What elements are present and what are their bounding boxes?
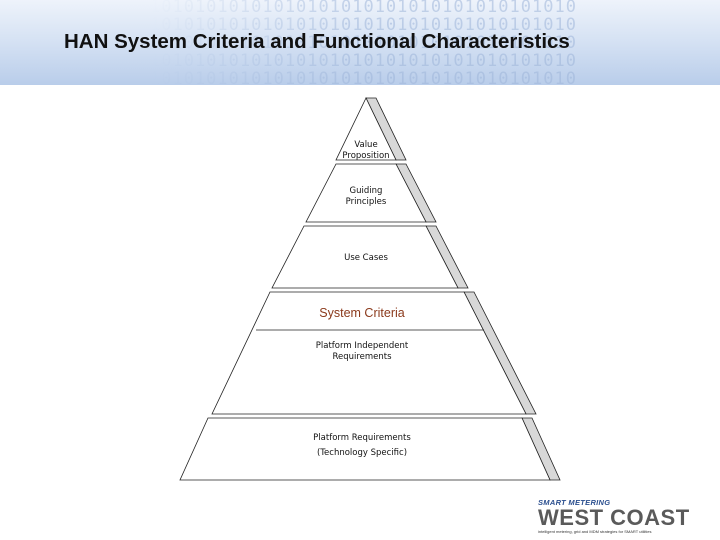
guiding-principles-label: Guiding Principles bbox=[345, 186, 387, 207]
slide-header: 10101010101010101010101010101010101010 1… bbox=[0, 0, 720, 85]
binary-pattern-decoration: 10101010101010101010101010101010101010 1… bbox=[150, 0, 577, 85]
system-criteria-heading: System Criteria bbox=[319, 306, 405, 320]
logo-main-text: WEST COAST bbox=[538, 505, 690, 530]
slide-title: HAN System Criteria and Functional Chara… bbox=[64, 30, 570, 53]
use-cases-label: Use Cases bbox=[344, 253, 388, 263]
value-proposition-label: Value Proposition bbox=[342, 140, 390, 161]
pyramid-level-value-proposition bbox=[335, 97, 407, 161]
logo-tagline: intelligent metering, grid and MDM strat… bbox=[538, 529, 652, 534]
pyramid-level-system-criteria bbox=[211, 291, 537, 415]
pyramid-level-guiding-principles bbox=[305, 163, 437, 223]
logo-top-text: SMART METERING bbox=[538, 498, 611, 507]
pyramid-level-use-cases bbox=[271, 225, 469, 289]
platform-requirements-label: Platform Requirements (Technology Specif… bbox=[313, 433, 411, 458]
smart-metering-west-coast-logo: SMART METERING WEST COAST intelligent me… bbox=[538, 498, 714, 534]
platform-independent-label: Platform Independent Requirements bbox=[315, 341, 409, 362]
pyramid-level-platform-requirements bbox=[179, 417, 561, 481]
